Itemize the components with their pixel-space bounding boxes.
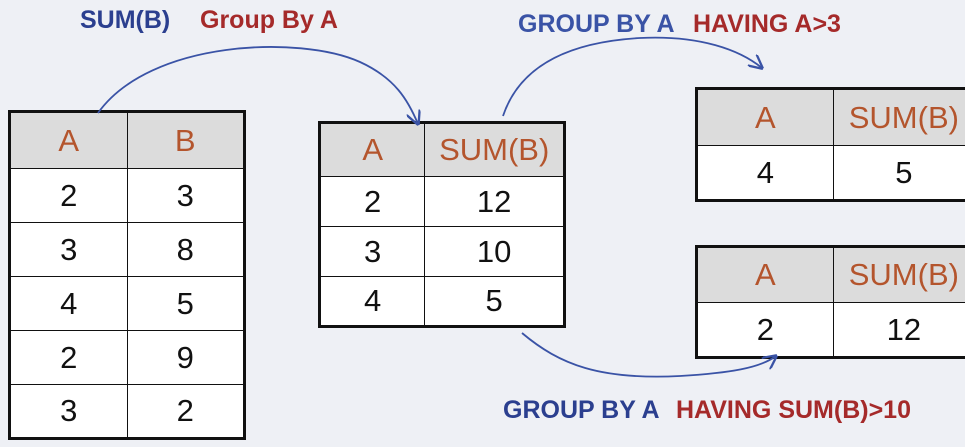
table-cell: 12 (424, 176, 565, 227)
source-table: A B 2 3 3 8 4 5 2 9 3 2 (8, 110, 246, 440)
having-a-condition-label: HAVING A>3 (693, 10, 841, 38)
having-a-prefix-label: GROUP BY A (518, 10, 675, 38)
grouped-header-sum: SUM(B) (424, 122, 565, 177)
table-cell: 12 (832, 302, 965, 358)
table-row: 2 3 (9, 168, 245, 223)
table-row: 3 10 (318, 226, 565, 277)
having-sum-header-sum: SUM(B) (832, 246, 965, 303)
table-cell: 3 (126, 168, 245, 223)
table-cell: 10 (424, 226, 565, 277)
source-header-a: A (9, 111, 128, 169)
table-cell: 4 (318, 276, 426, 327)
aggregate-label: SUM(B) (80, 6, 171, 34)
table-row: 2 9 (9, 330, 245, 385)
grouped-table: A SUM(B) 2 12 3 10 4 5 (318, 121, 566, 328)
having-a-header-sum: SUM(B) (832, 88, 965, 146)
having-a-table: A SUM(B) 4 5 (695, 87, 965, 202)
table-row: 4 5 (9, 276, 245, 331)
table-cell: 3 (9, 222, 128, 277)
table-row: 4 5 (318, 276, 565, 327)
table-cell: 3 (318, 226, 426, 277)
table-row: 3 8 (9, 222, 245, 277)
source-header-b: B (126, 111, 245, 169)
having-sum-condition-label: HAVING SUM(B)>10 (676, 396, 911, 424)
having-a-header-a: A (696, 88, 834, 146)
table-row: 4 5 (696, 145, 965, 201)
having-sum-prefix-label: GROUP BY A (503, 396, 660, 424)
group-by-label: Group By A (200, 6, 338, 34)
table-cell: 5 (424, 276, 565, 327)
table-cell: 2 (318, 176, 426, 227)
group-by-arrow (97, 46, 418, 124)
table-cell: 3 (9, 384, 128, 439)
table-row: 3 2 (9, 384, 245, 439)
table-row: 2 12 (696, 302, 965, 358)
having-a-arrow (502, 36, 762, 117)
table-cell: 8 (126, 222, 245, 277)
having-sum-table: A SUM(B) 2 12 (695, 245, 965, 359)
table-cell: 2 (126, 384, 245, 439)
table-cell: 2 (696, 302, 834, 358)
table-cell: 4 (696, 145, 834, 201)
table-row: 2 12 (318, 176, 565, 227)
having-sum-arrow (521, 332, 776, 378)
grouped-header-a: A (318, 122, 426, 177)
table-cell: 5 (832, 145, 965, 201)
table-cell: 9 (126, 330, 245, 385)
